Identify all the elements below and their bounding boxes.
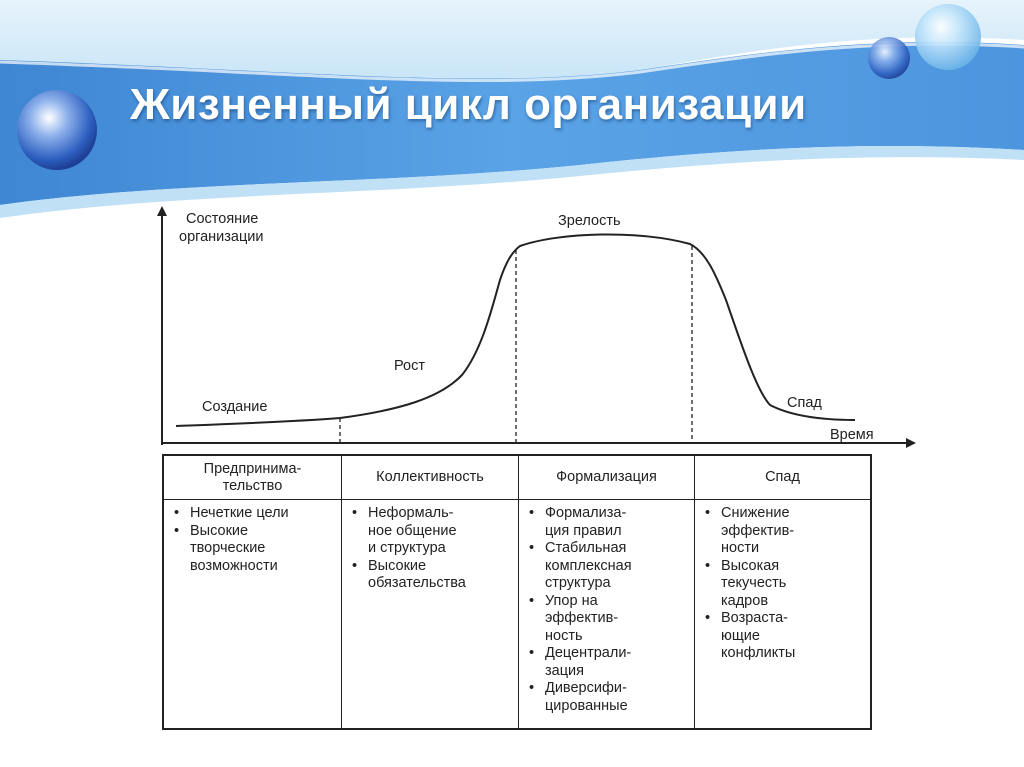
stage-item: Стабильная комплексная структура bbox=[527, 540, 688, 593]
stage-header-label: Формализация bbox=[556, 469, 657, 485]
stage-header-label: Спад bbox=[765, 469, 800, 485]
phase-label-decline: Спад bbox=[787, 395, 822, 411]
stage-header-decline: Спад bbox=[695, 456, 870, 500]
stage-header-collectivity: Коллективность bbox=[342, 456, 519, 500]
title-banner bbox=[0, 0, 1024, 230]
stage-cell-decline: Снижение эффектив- ности Высокая текучес… bbox=[695, 500, 870, 728]
stage-cell-entrepreneurship: Нечеткие цели Высокие творческие возможн… bbox=[164, 500, 342, 728]
y-axis-label-line1: Состояние bbox=[186, 211, 258, 227]
stage-item-list: Снижение эффектив- ности Высокая текучес… bbox=[703, 505, 864, 663]
slide-title: Жизненный цикл организации bbox=[130, 80, 807, 129]
glass-orb-icon bbox=[17, 90, 97, 170]
stage-item: Децентрали- зация bbox=[527, 645, 688, 680]
glass-orb-icon bbox=[915, 4, 981, 70]
stage-header-label: Предпринима- тельство bbox=[203, 460, 302, 494]
stage-item-list: Нечеткие цели Высокие творческие возможн… bbox=[172, 505, 335, 575]
stage-item: Формализа- ция правил bbox=[527, 505, 688, 540]
phase-label-growth: Рост bbox=[394, 358, 425, 374]
stage-item: Упор на эффектив- ность bbox=[527, 593, 688, 646]
stage-item: Высокая текучесть кадров bbox=[703, 558, 864, 611]
stage-item: Высокие творческие возможности bbox=[172, 523, 335, 576]
stage-item: Возраста- ющие конфликты bbox=[703, 610, 864, 663]
stage-header-label: Коллективность bbox=[376, 469, 484, 485]
stage-cell-collectivity: Неформаль- ное общение и структура Высок… bbox=[342, 500, 519, 728]
stage-table: Предпринима- тельство Коллективность Фор… bbox=[162, 454, 872, 730]
stage-item: Неформаль- ное общение и структура bbox=[350, 505, 512, 558]
x-axis-label: Время bbox=[830, 427, 874, 443]
stage-header-entrepreneurship: Предпринима- тельство bbox=[164, 456, 342, 500]
glass-orb-icon bbox=[868, 37, 910, 79]
stage-item: Снижение эффектив- ности bbox=[703, 505, 864, 558]
stage-cell-formalization: Формализа- ция правил Стабильная комплек… bbox=[519, 500, 695, 728]
phase-label-maturity: Зрелость bbox=[558, 213, 621, 229]
phase-label-creation: Создание bbox=[202, 399, 267, 415]
stage-item: Нечеткие цели bbox=[172, 505, 335, 523]
stage-item-list: Неформаль- ное общение и структура Высок… bbox=[350, 505, 512, 593]
stage-item-list: Формализа- ция правил Стабильная комплек… bbox=[527, 505, 688, 715]
stage-item: Высокие обязательства bbox=[350, 558, 512, 593]
lifecycle-curve bbox=[175, 233, 856, 427]
y-axis-label-line2: организации bbox=[179, 229, 264, 245]
stage-header-formalization: Формализация bbox=[519, 456, 695, 500]
stage-item: Диверсифи- цированные bbox=[527, 680, 688, 715]
